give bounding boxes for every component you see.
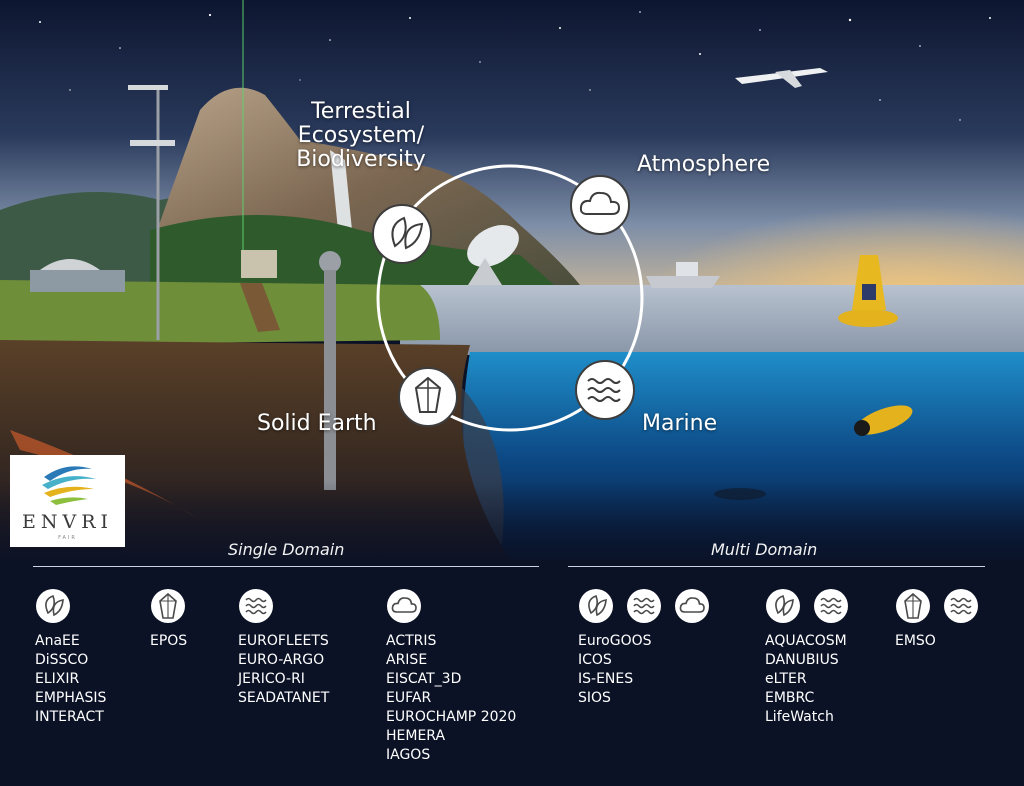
airplane-wing bbox=[775, 70, 802, 88]
infrastructure-name: EMPHASIS bbox=[35, 690, 107, 706]
infrastructure-name: EPOS bbox=[150, 633, 188, 649]
group-single-marine: EUROFLEETS EURO-ARGO JERICO-RI SEADATANET bbox=[238, 588, 329, 708]
label-atmosphere: Atmosphere bbox=[637, 152, 771, 177]
group-icons bbox=[765, 588, 849, 624]
buoy-panel bbox=[862, 284, 876, 300]
group-single-solid-earth: EPOS bbox=[150, 588, 187, 651]
infrastructure-name: EMSO bbox=[895, 633, 936, 649]
infrastructure-name: EMBRC bbox=[765, 690, 815, 706]
ring-wave-icon bbox=[575, 360, 635, 420]
solar-panel bbox=[130, 140, 175, 146]
infrastructure-list: EUROFLEETS EURO-ARGO JERICO-RI SEADATANET bbox=[238, 632, 329, 708]
leaf-icon bbox=[766, 589, 800, 623]
infrastructure-name: DiSSCO bbox=[35, 652, 89, 668]
small-building bbox=[241, 250, 277, 278]
infrastructure-list: AQUACOSM DANUBIUS eLTER EMBRC LifeWatch bbox=[765, 632, 849, 727]
gnss-antenna bbox=[319, 251, 341, 273]
infrastructure-name: SIOS bbox=[578, 690, 611, 706]
infrastructure-name: EUROFLEETS bbox=[238, 633, 329, 649]
group-icons bbox=[386, 588, 516, 624]
wave-icon bbox=[239, 589, 273, 623]
single-domain-title: Single Domain bbox=[228, 540, 345, 559]
infrastructure-name: ICOS bbox=[578, 652, 612, 668]
infrastructure-list: EPOS bbox=[150, 632, 187, 651]
bottom-fade bbox=[0, 480, 1024, 570]
greenhouse bbox=[30, 270, 125, 292]
cloud-icon bbox=[387, 589, 421, 623]
telescope-base bbox=[468, 258, 502, 285]
infrastructure-name: AQUACOSM bbox=[765, 633, 847, 649]
infrastructure-name: EISCAT_3D bbox=[386, 671, 462, 687]
infrastructure-name: LifeWatch bbox=[765, 709, 834, 725]
infrastructure-list: AnaEE DiSSCO ELIXIR EMPHASIS INTERACT bbox=[35, 632, 106, 727]
infrastructure-name: ARISE bbox=[386, 652, 428, 668]
infrastructure-name: INTERACT bbox=[35, 709, 104, 725]
multi-domain-title: Multi Domain bbox=[711, 540, 818, 559]
single-domain-divider bbox=[33, 566, 539, 567]
group-icons bbox=[150, 588, 187, 624]
multi-domain-divider bbox=[568, 566, 985, 567]
infrastructure-name: JERICO-RI bbox=[238, 671, 305, 687]
logo-subtitle: FAIR bbox=[58, 535, 77, 541]
borehole-sensor bbox=[324, 270, 336, 490]
group-single-terrestrial: AnaEE DiSSCO ELIXIR EMPHASIS INTERACT bbox=[35, 588, 106, 727]
sea-surface bbox=[400, 285, 1024, 355]
envri-logo: ENVRI FAIR bbox=[10, 455, 125, 547]
wave-icon bbox=[944, 589, 978, 623]
glider-nose bbox=[854, 420, 870, 436]
ring-cloud-icon bbox=[570, 175, 630, 235]
label-solid-earth: Solid Earth bbox=[257, 411, 377, 436]
infrastructure-name: SEADATANET bbox=[238, 690, 330, 706]
wave-icon bbox=[814, 589, 848, 623]
dirt-path bbox=[240, 283, 280, 332]
group-icons bbox=[895, 588, 979, 624]
infrastructure-name: HEMERA bbox=[386, 728, 446, 744]
infrastructure-name: AnaEE bbox=[35, 633, 80, 649]
ship-bridge bbox=[676, 262, 698, 276]
group-icons bbox=[578, 588, 710, 624]
infrastructure-list: EuroGOOS ICOS IS-ENES SIOS bbox=[578, 632, 710, 708]
label-marine: Marine bbox=[642, 411, 718, 436]
group-multi-solid-marine: EMSO bbox=[895, 588, 979, 651]
waterfall bbox=[330, 150, 352, 230]
weather-sensor bbox=[128, 85, 168, 90]
cloud-icon bbox=[675, 589, 709, 623]
leaf-icon bbox=[579, 589, 613, 623]
infrastructure-name: EUROCHAMP 2020 bbox=[386, 709, 517, 725]
infrastructure-name: EUFAR bbox=[386, 690, 432, 706]
buoy-tower bbox=[852, 255, 886, 310]
infrastructure-name: IAGOS bbox=[386, 747, 431, 763]
group-icons bbox=[35, 588, 106, 624]
logo-wordmark: ENVRI bbox=[21, 511, 114, 533]
wave-icon bbox=[627, 589, 661, 623]
buoy bbox=[838, 309, 898, 327]
infrastructure-name: DANUBIUS bbox=[765, 652, 839, 668]
crystal-icon bbox=[151, 589, 185, 623]
ring-leaf-icon bbox=[372, 204, 432, 264]
ring-crystal-icon bbox=[398, 367, 458, 427]
domain-ring bbox=[376, 164, 644, 432]
crystal-icon bbox=[896, 589, 930, 623]
group-multi-terr-marine: AQUACOSM DANUBIUS eLTER EMBRC LifeWatch bbox=[765, 588, 849, 727]
radio-telescope bbox=[467, 225, 519, 267]
infrastructure-name: EuroGOOS bbox=[578, 633, 652, 649]
envri-logo-mark bbox=[42, 466, 96, 505]
label-terrestrial: Terrestial Ecosystem/ Biodiversity bbox=[296, 99, 426, 172]
infrastructure-name: EURO-ARGO bbox=[238, 652, 325, 668]
infrastructure-name: ELIXIR bbox=[35, 671, 80, 687]
group-multi-terr-marine-atmo: EuroGOOS ICOS IS-ENES SIOS bbox=[578, 588, 710, 708]
stars bbox=[39, 11, 991, 121]
infrastructure-name: ACTRIS bbox=[386, 633, 437, 649]
group-icons bbox=[238, 588, 329, 624]
infrastructure-name: eLTER bbox=[765, 671, 807, 687]
infrastructure-name: IS-ENES bbox=[578, 671, 634, 687]
infrastructure-list: EMSO bbox=[895, 632, 979, 651]
leaf-icon bbox=[36, 589, 70, 623]
research-ship bbox=[646, 276, 720, 288]
greenhouse-dome bbox=[40, 259, 100, 270]
